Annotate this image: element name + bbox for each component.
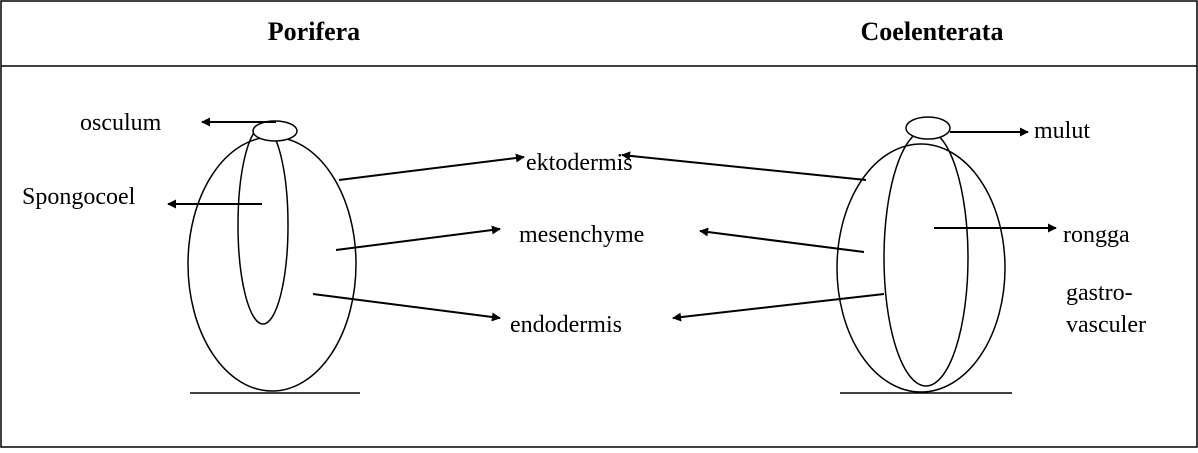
arrow-coelenterata-endodermis bbox=[672, 293, 885, 322]
label-spongocoel: Spongocoel bbox=[22, 184, 136, 210]
coelenterata-body bbox=[836, 116, 1012, 394]
label-mesenchyme: mesenchyme bbox=[519, 222, 644, 248]
label-mulut: mulut bbox=[1034, 118, 1090, 144]
arrow-coelenterata-ektodermis bbox=[621, 151, 867, 181]
arrow-coelenterata-mesenchyme bbox=[699, 227, 865, 253]
arrow-porifera-ektodermis bbox=[338, 153, 525, 181]
label-rongga: rongga bbox=[1063, 222, 1130, 248]
header-coelenterata: Coelenterata bbox=[861, 17, 1004, 46]
header-porifera: Porifera bbox=[268, 17, 360, 46]
label-gastro: gastro- bbox=[1066, 280, 1133, 306]
arrow-porifera-endodermis bbox=[312, 293, 501, 322]
label-ektodermis: ektodermis bbox=[526, 150, 633, 176]
arrow-porifera-mesenchyme bbox=[335, 225, 501, 251]
label-vasculer: vasculer bbox=[1066, 312, 1146, 338]
arrows bbox=[167, 117, 1057, 322]
porifera-body bbox=[187, 120, 360, 394]
label-osculum: osculum bbox=[80, 110, 162, 136]
label-endodermis: endodermis bbox=[510, 312, 622, 338]
